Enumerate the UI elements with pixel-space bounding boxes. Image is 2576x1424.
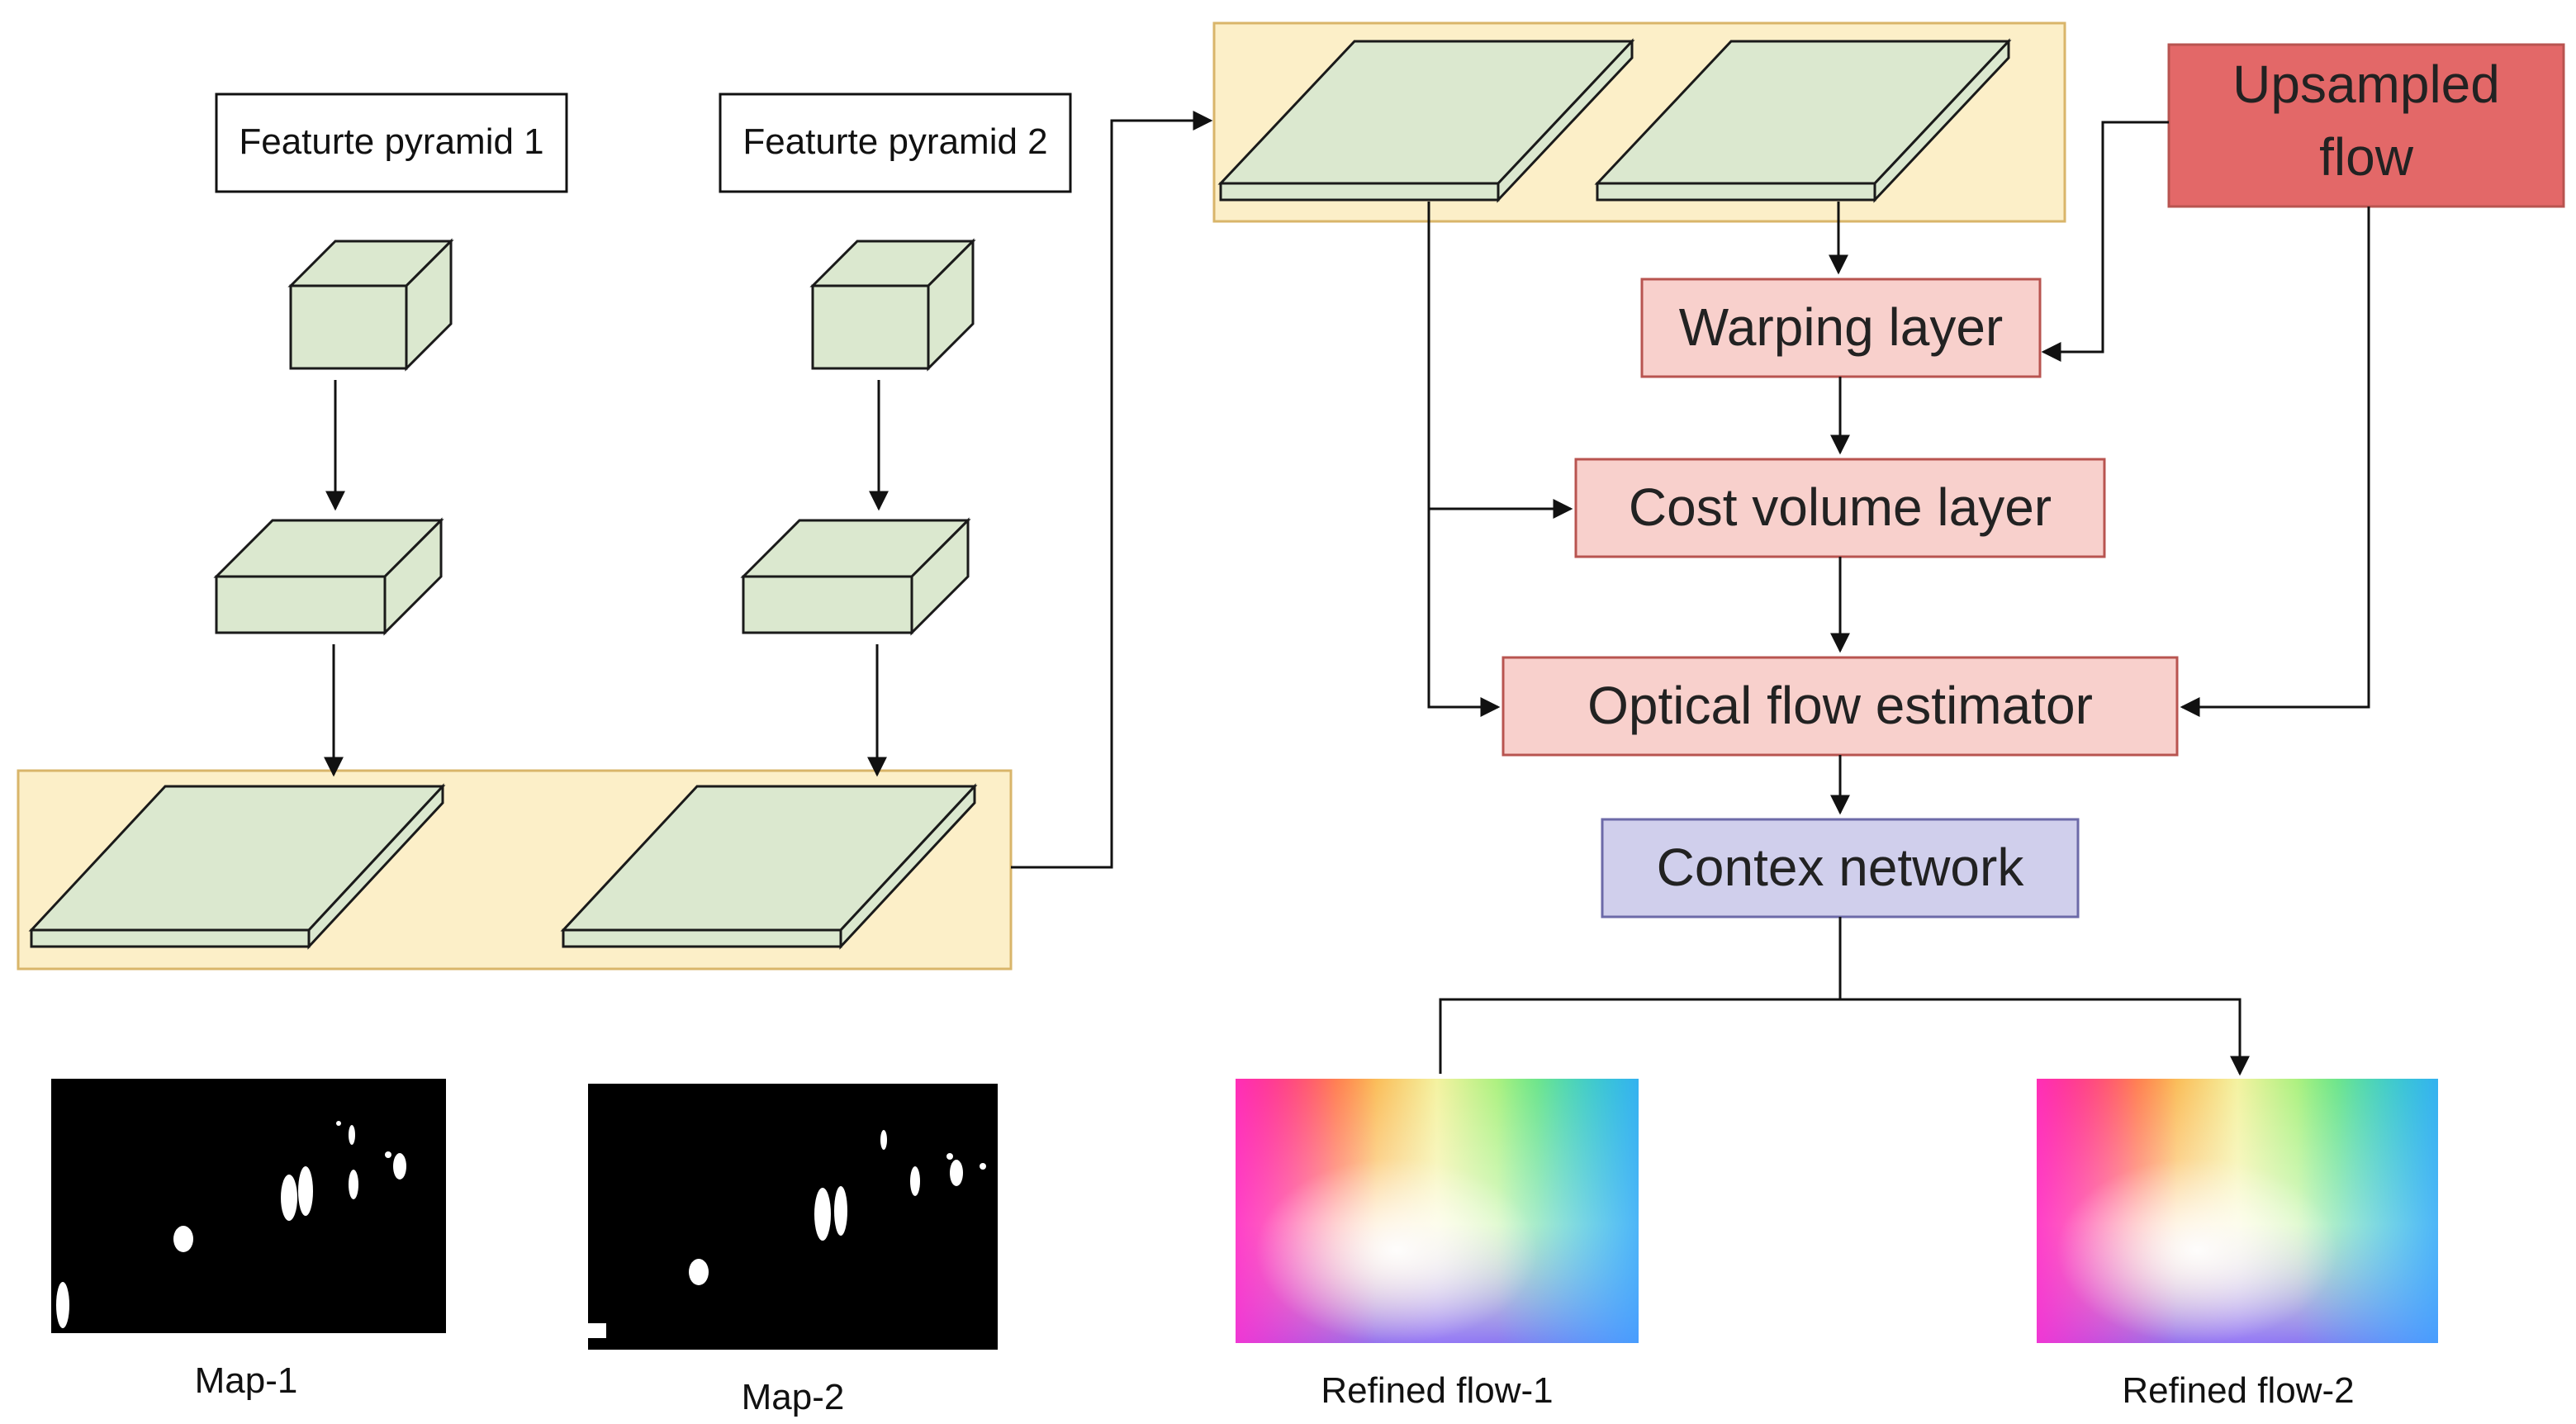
- top-slab-2: [1594, 38, 2012, 203]
- refined-flow-2-image: [2037, 1079, 2438, 1343]
- warping-layer-text: Warping layer: [1679, 297, 2003, 357]
- refined-flow-2-caption: Refined flow-2: [2122, 1370, 2354, 1411]
- upsampled-flow-block: Upsampled flow: [2167, 43, 2565, 208]
- map-2-image: [588, 1084, 998, 1350]
- map-1-caption: Map-1: [195, 1360, 298, 1401]
- connectors: [324, 111, 2370, 1076]
- warping-layer-block: Warping layer: [1640, 278, 2042, 378]
- refined-flow-1-caption: Refined flow-1: [1321, 1370, 1553, 1411]
- upsampled-line-2: flow: [2319, 127, 2414, 187]
- pyramid-1-level-2-cube: [213, 517, 444, 636]
- optical-flow-text: Optical flow estimator: [1587, 676, 2093, 735]
- pyramid-label-2: Featurte pyramid 2: [719, 93, 1072, 193]
- pyramid-2-level-2-cube: [740, 517, 971, 636]
- cost-volume-layer-block: Cost volume layer: [1574, 458, 2106, 558]
- map-1-image: [51, 1079, 446, 1333]
- map-2-caption: Map-2: [742, 1377, 845, 1417]
- bottom-slab-1: [28, 783, 446, 950]
- bottom-slab-2: [560, 783, 978, 950]
- pyramid-1-level-1-cube: [287, 238, 454, 372]
- pyramid-2-level-1-cube: [809, 238, 976, 372]
- context-network-block: Contex network: [1601, 818, 2080, 918]
- cost-volume-text: Cost volume layer: [1629, 477, 2052, 537]
- optical-flow-estimator-block: Optical flow estimator: [1501, 656, 2179, 757]
- upsampled-line-1: Upsampled: [2232, 55, 2500, 114]
- pyramid-2-text: Featurte pyramid 2: [742, 121, 1047, 162]
- context-network-text: Contex network: [1657, 838, 2025, 897]
- pyramid-1-text: Featurte pyramid 1: [239, 121, 543, 162]
- refined-flow-1-image: [1236, 1079, 1639, 1343]
- top-slab-1: [1217, 38, 1635, 203]
- pyramid-label-1: Featurte pyramid 1: [215, 93, 568, 193]
